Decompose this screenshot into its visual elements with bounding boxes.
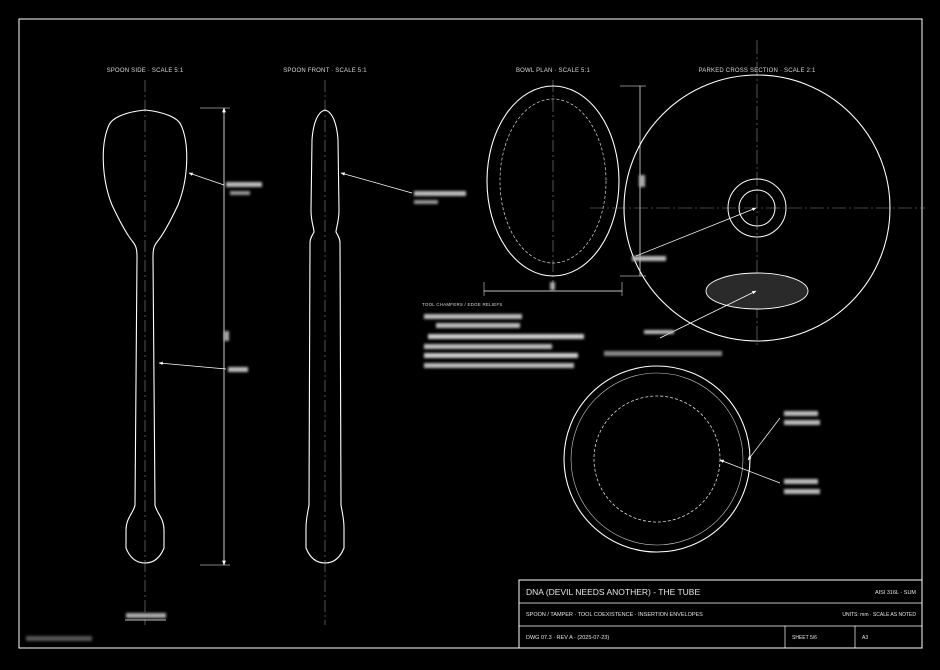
sheet-number: SHEET 5/6 [792,635,817,641]
spoon-side-view [26,80,262,641]
tool-outer-circle [727,178,787,238]
tube-outer-circle [623,74,891,342]
material-spec: AISI 316L · SUM [875,590,916,596]
units-note: UNITS: mm · SCALE AS NOTED [842,612,916,618]
bowl-plan-view [483,80,646,296]
leader-line [188,172,225,186]
view-title-spoon-side: SPOON SIDE · SCALE 5:1 [107,68,184,74]
view-title-spoon-front: SPOON FRONT · SCALE 5:1 [283,68,367,74]
drawing-subtitle: SPOON / TAMPER · TOOL COEXISTENCE · INSE… [526,612,703,618]
ring-rim-circle [570,372,744,546]
blurred-callout [604,256,722,356]
blurred-callout [26,182,262,641]
ring-section-view [563,365,820,553]
spoon-front-view [305,80,466,625]
leader-line [747,417,781,461]
blurred-callout [550,175,645,290]
leader-line [659,290,757,339]
blurred-callout [414,191,466,204]
drawing-number: DWG 07.3 · REV A · (2025-07-23) [526,635,609,641]
leader-line [340,172,413,194]
sheet-size: A3 [862,635,868,641]
drawing-title: DNA (DEVIL NEEDS ANOTHER) - THE TUBE [526,587,700,597]
bowl-inner-outline [499,98,607,264]
blurred-notes-text [424,314,584,368]
notes-block: TOOL CHAMFERS / EDGE RELIEFS [422,302,584,368]
notes-heading: TOOL CHAMFERS / EDGE RELIEFS [422,302,503,307]
view-title-bowl-plan: BOWL PLAN · SCALE 5:1 [516,68,590,74]
parked-bowl-section [705,272,809,310]
blurred-callout [784,411,820,494]
bowl-outer-outline [486,85,620,277]
ring-outer-circle [563,365,751,553]
tool-inner-circle [738,189,776,227]
ring-inner-circle [593,395,721,523]
leader-line [719,459,781,484]
title-block: DNA (DEVIL NEEDS ANOTHER) - THE TUBE AIS… [518,579,923,649]
parked-section-view [590,40,925,356]
spoon-side-outline [102,109,188,564]
leader-line [158,361,227,370]
sheet-border [18,18,923,649]
leader-line [635,207,757,257]
spoon-front-outline [305,109,345,564]
